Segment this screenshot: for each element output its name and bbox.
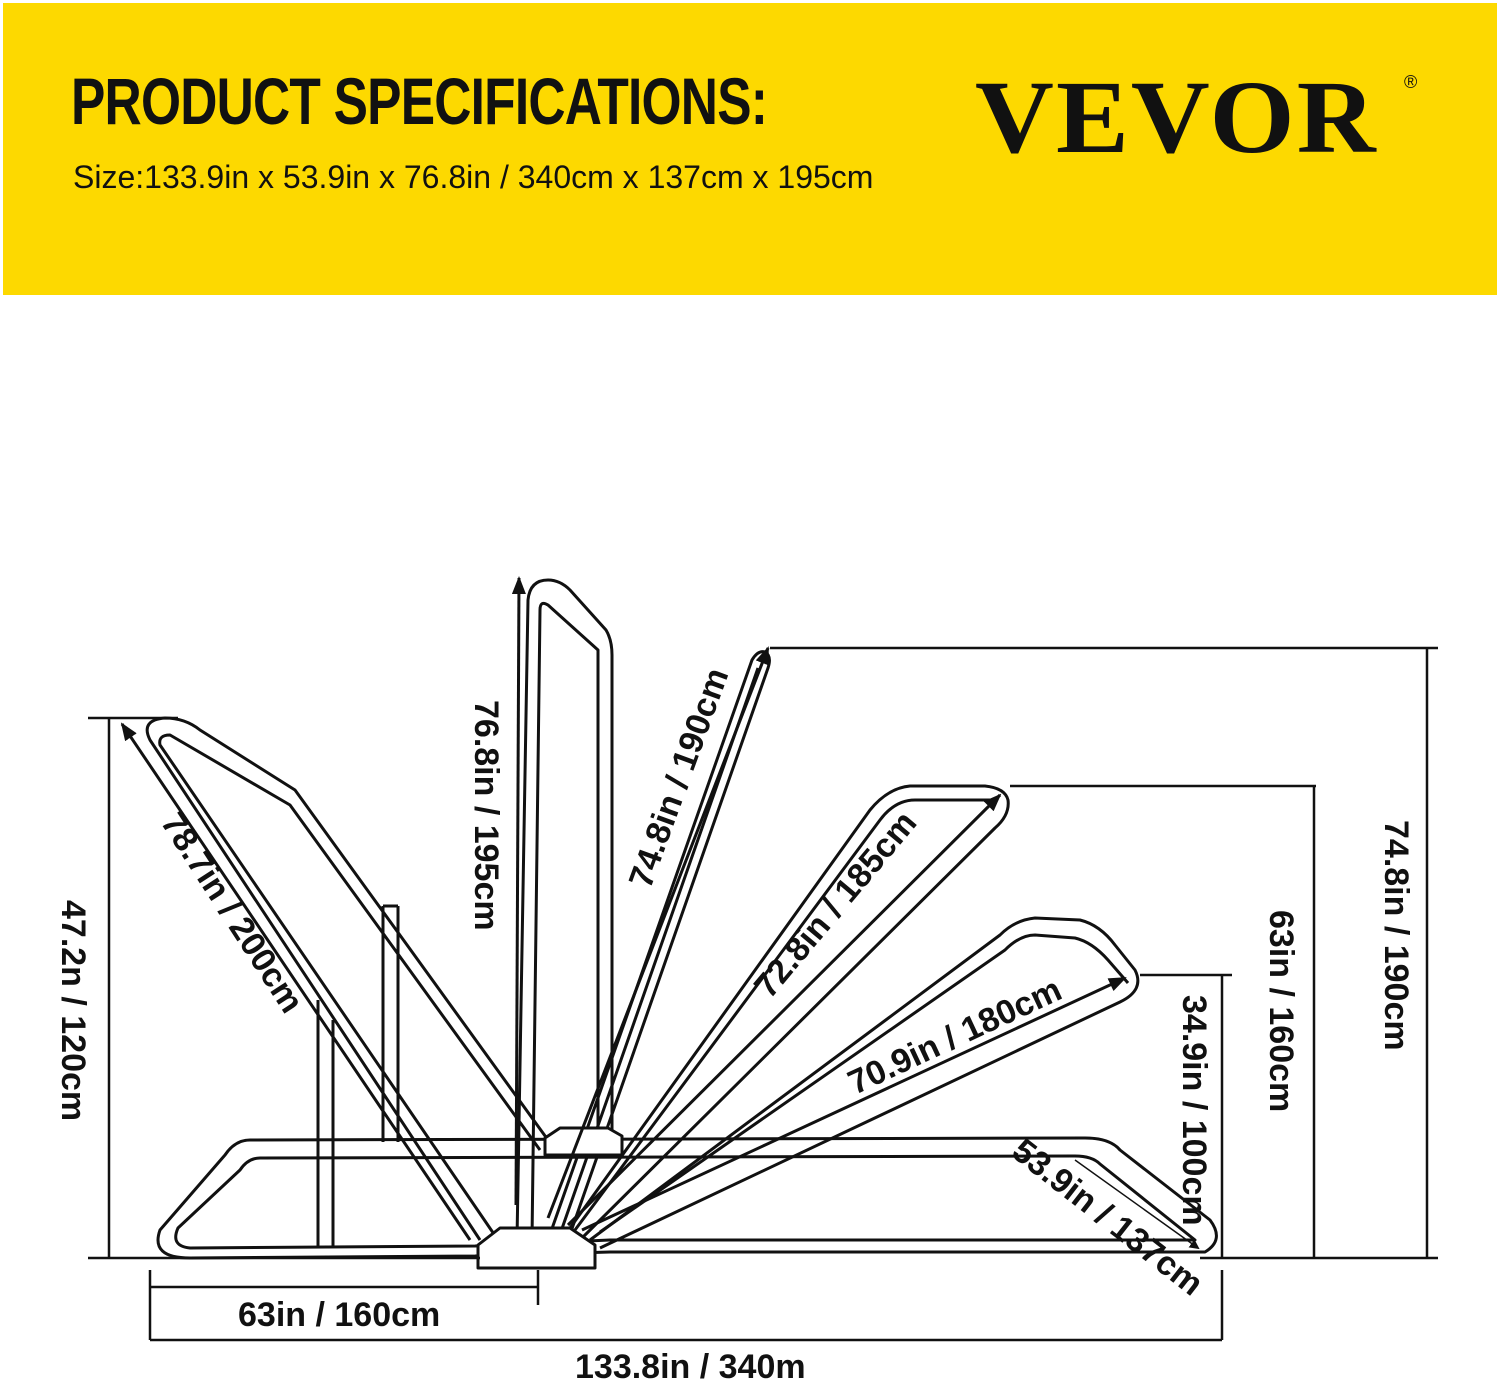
label-arm-200cm: 78.7in / 200cm	[153, 806, 310, 1020]
label-right-height-160cm: 63in / 160cm	[1262, 910, 1300, 1112]
label-right-height-190cm: 74.8in / 190cm	[1377, 820, 1415, 1051]
label-right-height-100cm: 34.9in / 100cm	[1175, 995, 1213, 1226]
label-arm-180cm: 70.9in / 180cm	[842, 970, 1067, 1102]
brand-logo: VEVOR	[975, 60, 1378, 175]
page-title: PRODUCT SPECIFICATIONS:	[71, 64, 768, 138]
label-half-width: 63in / 160cm	[238, 1296, 440, 1334]
frame-lines	[120, 576, 1218, 1270]
label-arm-195cm: 76.8in / 195cm	[467, 700, 505, 931]
label-left-height: 47.2n / 120cm	[54, 900, 92, 1121]
label-arm-185cm: 72.8in / 185cm	[747, 804, 924, 1005]
label-total-width: 133.8in / 340m	[575, 1348, 806, 1385]
dimension-lines	[88, 646, 1438, 1342]
header-banner: PRODUCT SPECIFICATIONS: Size:133.9in x 5…	[3, 3, 1497, 295]
size-spec: Size:133.9in x 53.9in x 76.8in / 340cm x…	[73, 159, 874, 195]
registered-mark: ®	[1404, 72, 1418, 92]
